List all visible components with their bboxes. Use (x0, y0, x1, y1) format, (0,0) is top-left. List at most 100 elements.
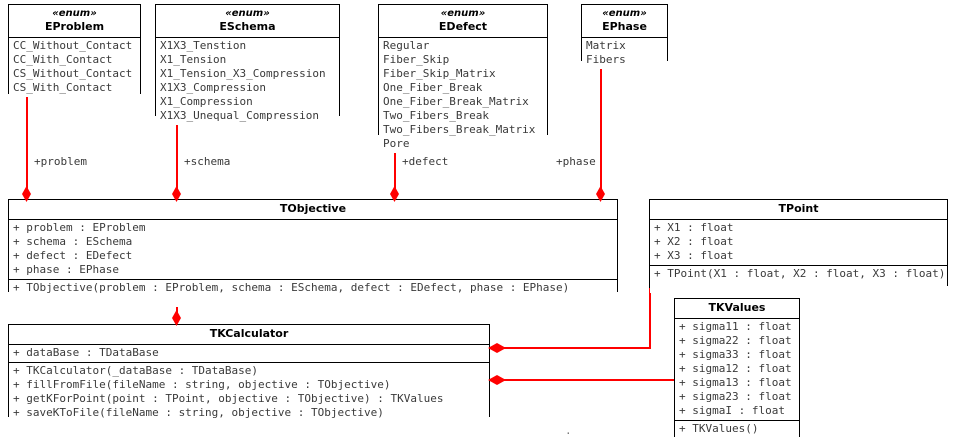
stereotype-label: «enum» (225, 8, 270, 19)
association-line-defect (394, 134, 396, 198)
enum-literal: One_Fiber_Break_Matrix (383, 95, 529, 108)
class-attribute: + X2 : float (654, 235, 734, 248)
class-name-tkvalues: TKValues (708, 301, 766, 314)
compartment-spacer (650, 281, 947, 291)
class-box-ephase[interactable]: «enum» EPhase Matrix Fibers (581, 4, 668, 69)
class-operation: + TKCalculator(_dataBase : TDataBase) (13, 364, 259, 377)
literals-compartment-edefect: Regular Fiber_Skip Fiber_Skip_Matrix One… (379, 38, 547, 153)
association-line-phase (600, 60, 602, 198)
class-header-edefect: «enum» EDefect (379, 5, 547, 38)
class-box-tobjective[interactable]: TObjective + problem : EProblem + schema… (8, 199, 618, 307)
class-attribute: + problem : EProblem (13, 221, 146, 234)
class-name-edefect: EDefect (438, 20, 488, 33)
class-header-tkcalculator: TKCalculator (9, 325, 489, 345)
association-line-schema (176, 115, 178, 198)
enum-literal: Two_Fibers_Break_Matrix (383, 123, 536, 136)
edge-label-problem: +problem (34, 155, 87, 168)
literals-compartment-eschema: X1X3_Tenstion X1_Tension X1_Tension_X3_C… (156, 38, 339, 125)
attributes-compartment-tkvalues: + sigma11 : float + sigma22 : float + si… (675, 319, 799, 420)
enum-literal: X1X3_Compression (160, 81, 266, 94)
class-name-tpoint: TPoint (778, 202, 819, 215)
class-attribute: + schema : ESchema (13, 235, 133, 248)
class-attribute: + sigma23 : float (679, 390, 792, 403)
enum-literal: Matrix (586, 39, 626, 52)
operations-compartment-tkvalues: + TKValues() (675, 420, 799, 444)
class-name-tobjective: TObjective (279, 202, 347, 215)
aggregation-diamond-phase (596, 186, 605, 202)
class-operation: + getKForPoint(point : TPoint, objective… (13, 392, 444, 405)
class-header-eproblem: «enum» EProblem (9, 5, 140, 38)
enum-literal: X1_Tension_X3_Compression (160, 67, 326, 80)
class-box-edefect[interactable]: «enum» EDefect Regular Fiber_Skip Fiber_… (378, 4, 548, 153)
attributes-compartment-tpoint: + X1 : float + X2 : float + X3 : float (650, 220, 947, 265)
class-attribute: + sigma13 : float (679, 376, 792, 389)
class-header-eschema: «enum» ESchema (156, 5, 339, 38)
association-line-problem (26, 93, 28, 198)
class-attribute: + dataBase : TDataBase (13, 346, 159, 359)
enum-literal: One_Fiber_Break (383, 81, 483, 94)
class-box-tkvalues[interactable]: TKValues + sigma11 : float + sigma22 : f… (674, 298, 800, 444)
association-line-point-vertical (649, 286, 651, 349)
class-attribute: + sigma11 : float (679, 320, 792, 333)
class-attribute: + sigmaI : float (679, 404, 785, 417)
class-name-eproblem: EProblem (44, 20, 105, 33)
class-attribute: + sigma22 : float (679, 334, 792, 347)
class-operation: + saveKToFile(fileName : string, objecti… (13, 406, 384, 419)
aggregation-diamond-point (488, 343, 506, 353)
class-attribute: + sigma12 : float (679, 362, 792, 375)
class-attribute: + X1 : float (654, 221, 734, 234)
association-line-objective-calculator (176, 292, 178, 322)
aggregation-diamond-objective-calculator (172, 310, 181, 326)
class-box-tpoint[interactable]: TPoint + X1 : float + X2 : float + X3 : … (649, 199, 948, 293)
enum-literal: Fibers (586, 53, 626, 66)
enum-literal: Fiber_Skip_Matrix (383, 67, 496, 80)
enum-literal: X1_Tension (160, 53, 227, 66)
enum-literal: Regular (383, 39, 430, 52)
enum-literal: Pore (383, 137, 410, 150)
operations-compartment-tobjective: + TObjective(problem : EProblem, schema … (9, 279, 617, 307)
aggregation-diamond-problem (22, 186, 31, 202)
aggregation-diamond-defect (390, 186, 399, 202)
class-attribute: + defect : EDefect (13, 249, 133, 262)
class-name-ephase: EPhase (602, 20, 647, 33)
aggregation-diamond-kvalues (488, 375, 506, 385)
class-name-eschema: ESchema (219, 20, 276, 33)
stereotype-label: «enum» (602, 8, 647, 19)
enum-literal: CS_Without_Contact (13, 67, 133, 80)
bottom-dot-mark: . (565, 424, 572, 437)
literals-compartment-eproblem: CC_Without_Contact CC_With_Contact CS_Wi… (9, 38, 140, 97)
class-name-tkcalculator: TKCalculator (209, 327, 289, 340)
aggregation-diamond-schema (172, 186, 181, 202)
class-header-tkvalues: TKValues (675, 299, 799, 319)
compartment-spacer (9, 295, 617, 305)
enum-literal: CC_Without_Contact (13, 39, 133, 52)
compartment-spacer (675, 436, 799, 444)
enum-literal: X1X3_Unequal_Compression (160, 109, 319, 122)
edge-label-defect: +defect (402, 155, 449, 168)
class-operation: + TPoint(X1 : float, X2 : float, X3 : fl… (654, 267, 946, 280)
class-box-tkcalculator[interactable]: TKCalculator + dataBase : TDataBase + TK… (8, 324, 490, 422)
class-header-ephase: «enum» EPhase (582, 5, 667, 38)
edge-label-phase: +phase (556, 155, 596, 168)
class-attribute: + X3 : float (654, 249, 734, 262)
enum-literal: CS_With_Contact (13, 81, 113, 94)
class-box-eschema[interactable]: «enum» ESchema X1X3_Tenstion X1_Tension … (155, 4, 340, 125)
enum-literal: Two_Fibers_Break (383, 109, 489, 122)
class-box-eproblem[interactable]: «enum» EProblem CC_Without_Contact CC_Wi… (8, 4, 141, 97)
class-attribute: + phase : EPhase (13, 263, 119, 276)
class-operation: + TObjective(problem : EProblem, schema … (13, 281, 570, 294)
class-header-tpoint: TPoint (650, 200, 947, 220)
class-attribute: + sigma33 : float (679, 348, 792, 361)
enum-literal: CC_With_Contact (13, 53, 113, 66)
association-line-kvalues-horizontal (495, 379, 675, 381)
attributes-compartment-tobjective: + problem : EProblem + schema : ESchema … (9, 220, 617, 279)
association-line-point-horizontal (495, 347, 651, 349)
stereotype-label: «enum» (52, 8, 97, 19)
operations-compartment-tkcalculator: + TKCalculator(_dataBase : TDataBase) + … (9, 362, 489, 422)
operations-compartment-tpoint: + TPoint(X1 : float, X2 : float, X3 : fl… (650, 265, 947, 293)
enum-literal: X1X3_Tenstion (160, 39, 247, 52)
stereotype-label: «enum» (440, 8, 486, 19)
class-operation: + fillFromFile(fileName : string, object… (13, 378, 391, 391)
literals-compartment-ephase: Matrix Fibers (582, 38, 667, 69)
